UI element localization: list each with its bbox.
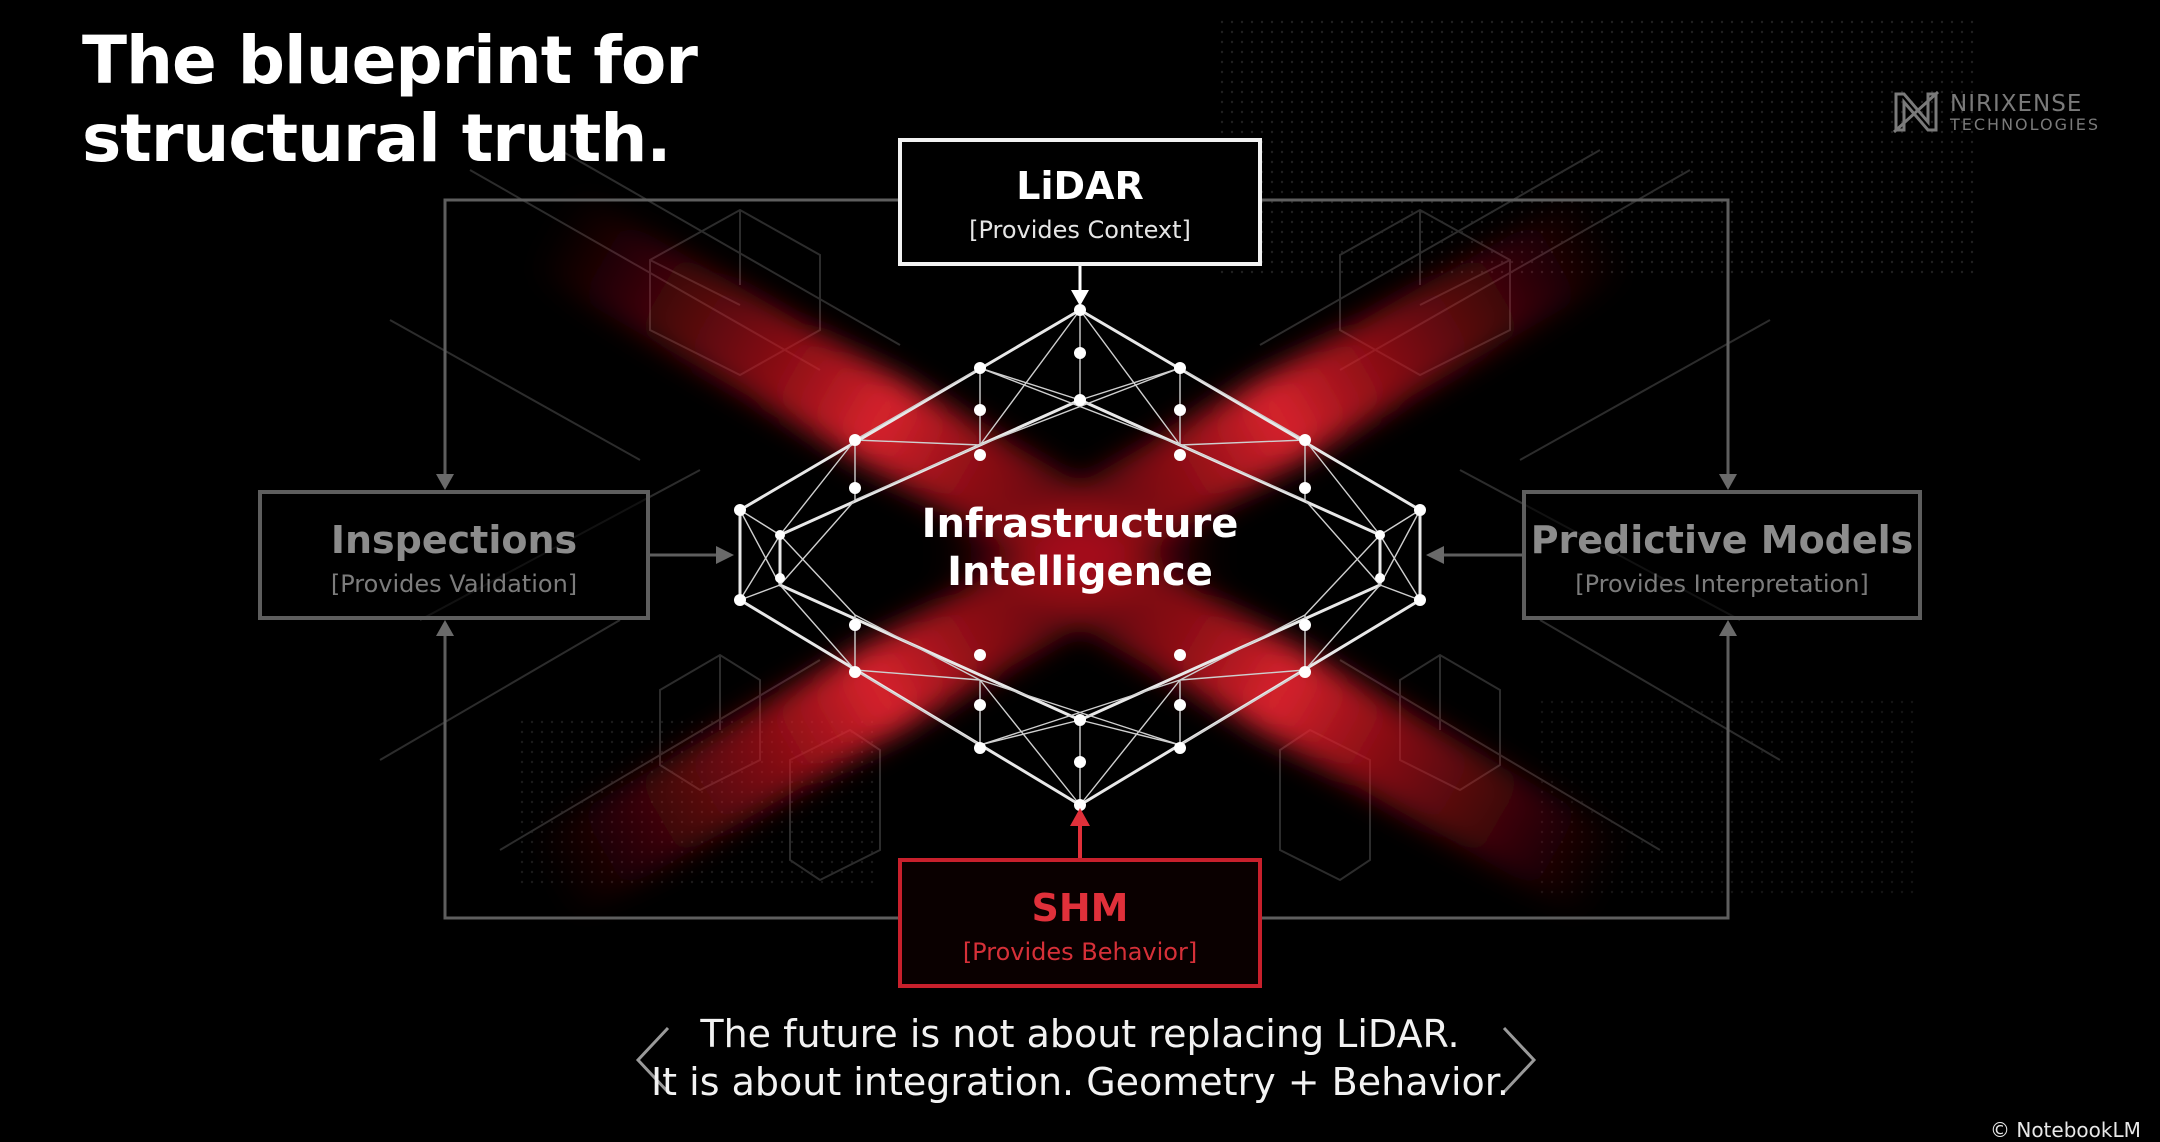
connector-arrowheads — [436, 474, 1737, 636]
caption: The future is not about replacing LiDAR.… — [580, 1010, 1580, 1106]
arrow-up-icon — [1070, 808, 1090, 826]
logo-subtitle: TECHNOLOGIES — [1950, 115, 2100, 134]
connector-lidar-to-inspections — [443, 198, 898, 478]
arrow-down-icon — [1719, 474, 1737, 490]
inspections-node: Inspections [Provides Validation] — [258, 490, 650, 620]
red-beams — [528, 191, 1632, 919]
shm-node: SHM [Provides Behavior] — [898, 858, 1262, 988]
core-label-line-1: Infrastructure — [921, 501, 1239, 547]
arrow-up-icon — [1719, 620, 1737, 636]
connector-shm-to-predictive — [1262, 632, 1730, 920]
shm-node-name: SHM — [1031, 886, 1129, 930]
vertical-arrows — [1070, 266, 1090, 858]
arrow-left-icon — [1426, 546, 1444, 564]
intelligence-lattice — [734, 304, 1426, 811]
shm-node-role: [Provides Behavior] — [962, 938, 1198, 966]
core-label-line-2: Intelligence — [947, 549, 1213, 595]
caption-line-1: The future is not about replacing LiDAR. — [700, 1012, 1460, 1056]
arrow-down-icon — [1071, 290, 1089, 306]
arrow-right-icon — [716, 546, 734, 564]
credit-text: © NotebookLM — [1990, 1118, 2141, 1142]
arrow-down-icon — [436, 474, 454, 490]
predictive-models-node-role: [Provides Interpretation] — [1575, 570, 1869, 598]
logo-name: NIRIXENSE — [1950, 91, 2083, 117]
title-line-2: structural truth. — [82, 100, 671, 177]
inspections-node-name: Inspections — [330, 518, 578, 562]
lidar-node: LiDAR [Provides Context] — [898, 138, 1262, 266]
connector-lidar-to-predictive — [1262, 198, 1730, 478]
core-label: Infrastructure Intelligence — [880, 500, 1280, 596]
predictive-models-node-name: Predictive Models — [1530, 518, 1914, 562]
n-logo-icon — [1892, 90, 1940, 134]
beam-bottom-right — [928, 461, 1632, 919]
company-logo: NIRIXENSE TECHNOLOGIES — [1892, 88, 2102, 138]
lidar-node-role: [Provides Context] — [969, 216, 1191, 244]
arrow-up-icon — [436, 620, 454, 636]
caption-line-2: It is about integration. Geometry + Beha… — [650, 1060, 1510, 1104]
predictive-models-node: Predictive Models [Provides Interpretati… — [1522, 490, 1922, 620]
lattice-nodes — [734, 304, 1426, 811]
chevron-right-icon — [1502, 1026, 1537, 1094]
title-line-1: The blueprint for — [82, 22, 698, 99]
inspections-node-role: [Provides Validation] — [330, 570, 578, 598]
page-title: The blueprint for structural truth. — [82, 22, 698, 178]
connector-shm-to-inspections — [443, 632, 898, 920]
lidar-node-name: LiDAR — [1016, 164, 1144, 208]
connector-loop — [443, 198, 1730, 920]
chevron-left-icon — [635, 1026, 670, 1094]
